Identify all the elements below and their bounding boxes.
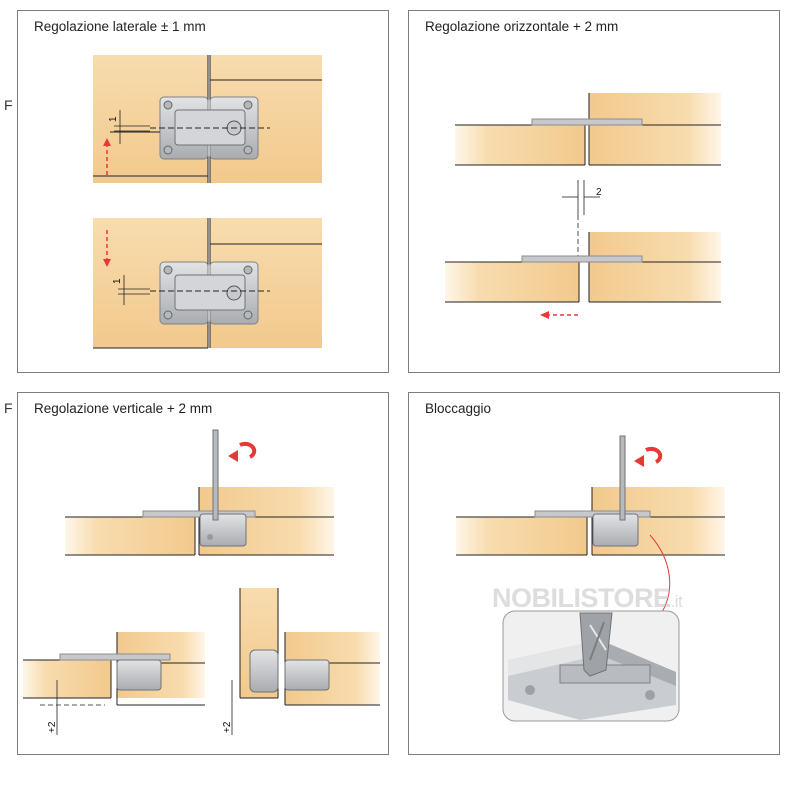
- panel-title-locking: Bloccaggio: [425, 401, 492, 416]
- watermark-suffix: .it: [670, 592, 683, 611]
- side-letter-2: F: [4, 400, 13, 416]
- hinge-plate-h1: [531, 118, 643, 126]
- panel-locking: Bloccaggio: [408, 392, 780, 755]
- vertical-adjustment-drawing: +2 +2: [23, 429, 380, 735]
- hinge-plate-v2: [59, 653, 171, 661]
- hinge-body-v2: [116, 659, 162, 691]
- side-letter-1: F: [4, 97, 13, 113]
- hinge-cup-v3: [249, 649, 279, 693]
- left-door-l1: [456, 517, 587, 555]
- horizontal-dim: 2: [596, 187, 602, 198]
- locking-drawing: [456, 435, 725, 722]
- lateral-mark-1: 1: [108, 116, 119, 122]
- zoom-detail-hinge: [508, 612, 676, 720]
- left-door-h1: [455, 125, 585, 165]
- left-door-v1: [65, 517, 195, 555]
- panel-title-lateral: Regolazione laterale ± 1 mm: [34, 19, 206, 34]
- hinge-plate-v1: [142, 510, 256, 518]
- panel-title-horizontal: Regolazione orizzontale + 2 mm: [425, 19, 619, 34]
- screwdriver-l: [619, 435, 626, 521]
- panel-lateral: Regolazione laterale ± 1 mm: [17, 10, 389, 373]
- horizontal-adjustment-drawing: 2: [445, 93, 721, 319]
- hinge-body-l1: [592, 513, 639, 547]
- right-door-h2: [589, 232, 721, 302]
- watermark: NOBILISTORE.it: [492, 583, 683, 614]
- left-door-h2: [445, 262, 579, 302]
- watermark-brand: NOBILISTORE: [492, 583, 671, 613]
- hinge-bottom: [150, 261, 270, 325]
- zoom-callout-line: [649, 534, 671, 613]
- screwdriver-v: [212, 429, 219, 521]
- rotate-arrow-l: [645, 446, 663, 464]
- hinge-body-v3: [284, 659, 330, 691]
- hinge-top: [110, 96, 270, 160]
- hinge-plate-h2: [521, 255, 643, 263]
- vertical-dim-b: +2: [222, 721, 233, 733]
- right-door-h1: [589, 93, 721, 165]
- panel-title-vertical: Regolazione verticale + 2 mm: [34, 401, 213, 416]
- panel-horizontal: Regolazione orizzontale + 2 mm: [408, 10, 780, 373]
- lateral-mark-2: 1: [112, 278, 123, 284]
- rotate-arrow-v: [239, 441, 257, 459]
- vertical-dim-a: +2: [47, 721, 58, 733]
- panel-vertical: Regolazione verticale + 2 mm: [17, 392, 389, 755]
- left-door-v2: [23, 660, 111, 698]
- lateral-adjustment-drawing: 1 1: [93, 55, 322, 349]
